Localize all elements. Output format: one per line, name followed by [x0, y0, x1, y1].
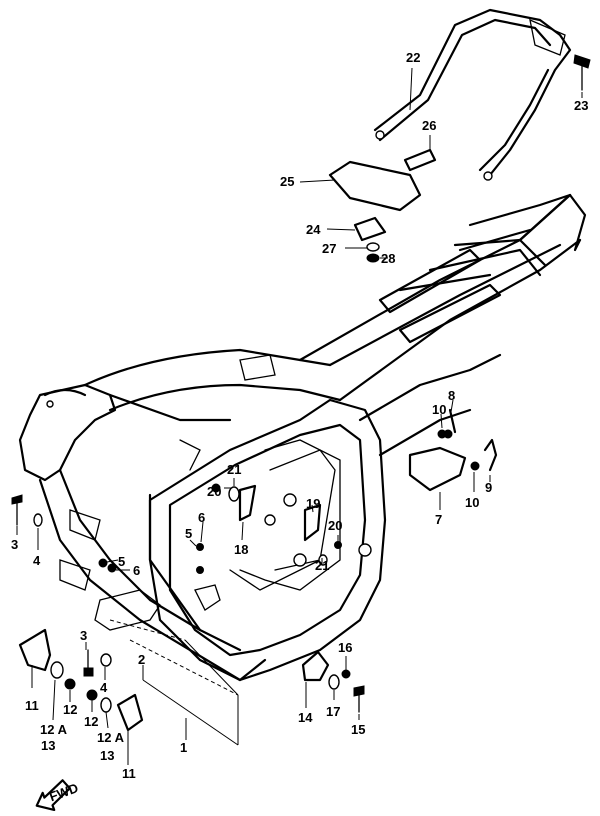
clip-26 [403, 148, 437, 172]
label-10-lower: 10 [465, 495, 479, 510]
damper-24 [353, 216, 387, 242]
washer-27 [366, 242, 380, 252]
label-12A-left: 12 A [40, 722, 68, 737]
label-11-left: 11 [25, 698, 39, 713]
centre-hardware [196, 483, 342, 574]
label-24: 24 [306, 222, 321, 237]
label-7: 7 [435, 512, 442, 527]
left-hardware [11, 494, 144, 732]
front-indicator-text: FWD [47, 780, 80, 804]
label-14: 14 [298, 710, 313, 725]
cover-plate-25 [328, 160, 422, 212]
grab-rail-22 [373, 8, 572, 181]
label-6-left: 6 [133, 563, 140, 578]
label-26: 26 [422, 118, 436, 133]
label-8: 8 [448, 388, 455, 403]
label-27: 27 [322, 241, 336, 256]
label-18: 18 [234, 542, 248, 557]
label-2: 2 [138, 652, 145, 667]
label-21-lower: 21 [315, 558, 329, 573]
clip-9 [483, 438, 498, 472]
label-28: 28 [381, 251, 395, 266]
label-5-left: 5 [118, 554, 125, 569]
nut-28 [366, 253, 380, 263]
label-13-left: 13 [41, 738, 55, 753]
bolt-23 [573, 54, 591, 91]
label-23: 23 [574, 98, 588, 113]
label-3-lower: 3 [80, 628, 87, 643]
label-22: 22 [406, 50, 420, 65]
front-direction-indicator: FWD [35, 779, 80, 812]
bracket-7 [408, 446, 467, 492]
label-4-lower: 4 [100, 680, 108, 695]
label-12-centre: 12 [84, 714, 98, 729]
label-21-upper: 21 [227, 462, 241, 477]
label-15: 15 [351, 722, 365, 737]
label-1: 1 [180, 740, 187, 755]
label-11-lower: 11 [122, 766, 136, 781]
label-19: 19 [306, 496, 320, 511]
label-20-lower: 20 [328, 518, 342, 533]
label-6-centre: 6 [198, 510, 205, 525]
label-17: 17 [326, 704, 340, 719]
nut-10 [437, 429, 480, 471]
label-20-upper: 20 [207, 484, 221, 499]
label-4-upper: 4 [33, 553, 41, 568]
label-12A-lower: 12 A [97, 730, 125, 745]
label-10-upper: 10 [432, 402, 446, 417]
leader-lines [16, 67, 583, 765]
right-lower-hardware [301, 650, 365, 713]
part-labels: 22 23 26 25 24 27 28 8 10 9 10 7 21 20 6… [11, 50, 588, 781]
label-3-upper: 3 [11, 537, 18, 552]
label-25: 25 [280, 174, 294, 189]
label-13-lower: 13 [100, 748, 114, 763]
main-frame [18, 193, 587, 682]
label-12-left: 12 [63, 702, 77, 717]
label-16: 16 [338, 640, 352, 655]
label-9: 9 [485, 480, 492, 495]
label-5-centre: 5 [185, 526, 192, 541]
